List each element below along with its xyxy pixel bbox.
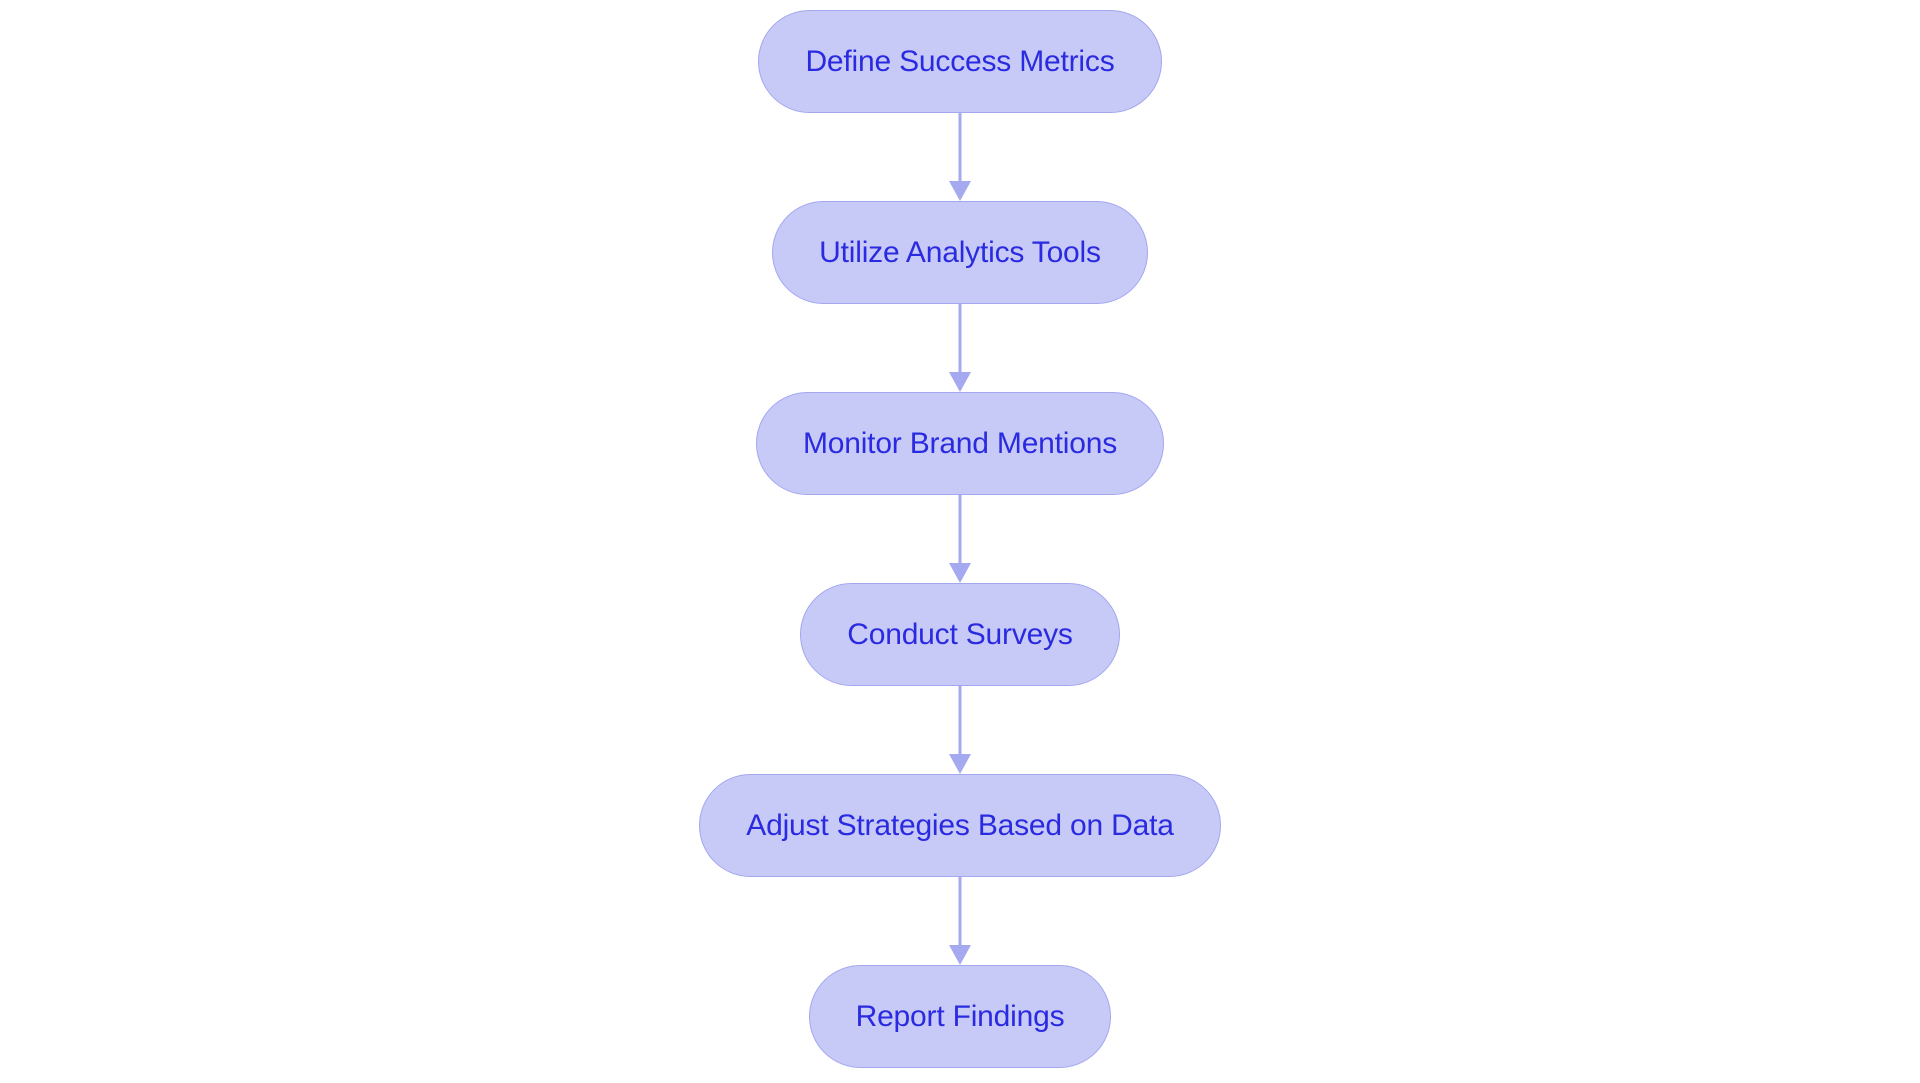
flowchart-connector-2: [947, 304, 973, 392]
flowchart-node-report-findings[interactable]: Report Findings: [808, 965, 1112, 1068]
flowchart-node-define-success-metrics[interactable]: Define Success Metrics: [758, 10, 1162, 113]
node-label: Monitor Brand Mentions: [802, 426, 1118, 460]
flowchart-node-conduct-surveys[interactable]: Conduct Surveys: [800, 583, 1120, 686]
flowchart-connector-3: [947, 495, 973, 583]
arrow-down-icon: [949, 563, 971, 583]
flowchart-connector-4: [947, 686, 973, 774]
flowchart-node-adjust-strategies-based-on-data[interactable]: Adjust Strategies Based on Data: [699, 774, 1221, 877]
node-label: Define Success Metrics: [805, 44, 1115, 78]
flowchart-node-utilize-analytics-tools[interactable]: Utilize Analytics Tools: [772, 201, 1148, 304]
connector-line: [958, 304, 962, 374]
arrow-down-icon: [949, 181, 971, 201]
arrow-down-icon: [949, 372, 971, 392]
connector-line: [958, 686, 962, 756]
flowchart-connector-5: [947, 877, 973, 965]
node-label: Report Findings: [855, 999, 1065, 1033]
flowchart-connector-1: [947, 113, 973, 201]
connector-line: [958, 877, 962, 947]
connector-line: [958, 113, 962, 183]
arrow-down-icon: [949, 754, 971, 774]
arrow-down-icon: [949, 945, 971, 965]
node-label: Utilize Analytics Tools: [819, 235, 1101, 269]
connector-line: [958, 495, 962, 565]
flowchart-node-monitor-brand-mentions[interactable]: Monitor Brand Mentions: [755, 392, 1165, 495]
node-label: Adjust Strategies Based on Data: [746, 808, 1174, 842]
node-label: Conduct Surveys: [847, 617, 1073, 651]
